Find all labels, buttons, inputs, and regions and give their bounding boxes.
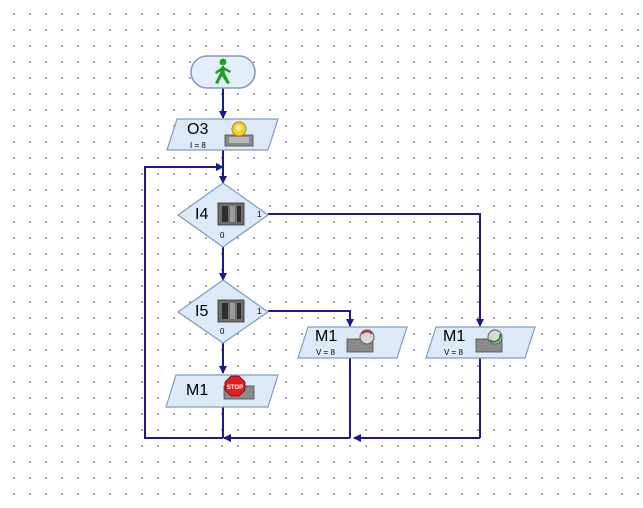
motor-rotate-right-icon xyxy=(475,329,503,353)
i5-false-label: 0 xyxy=(220,327,225,336)
connector-i5-true-to-left-motor xyxy=(268,310,354,327)
connector-loop-back xyxy=(144,163,224,439)
flow-connectors xyxy=(144,88,484,442)
motor-left-param-label: V = 8 xyxy=(316,348,335,357)
i5-name-label: I5 xyxy=(195,303,209,320)
lamp-icon xyxy=(224,121,254,147)
o3-param-label: I = 8 xyxy=(190,141,206,150)
switch-icon xyxy=(217,299,245,323)
i5-true-label: 1 xyxy=(257,307,262,316)
i4-name-label: I4 xyxy=(195,206,209,223)
svg-text:STOP: STOP xyxy=(227,385,243,391)
switch-icon xyxy=(217,202,245,226)
motor-right-param-label: V = 8 xyxy=(444,348,463,357)
connector-i4-true-to-right-motor xyxy=(268,213,484,327)
motor-left-name-label: M1 xyxy=(315,328,338,345)
i4-false-label: 0 xyxy=(220,231,225,240)
i4-true-label: 1 xyxy=(257,210,262,219)
stop-sign-icon: STOP xyxy=(223,375,255,400)
motor-stop-name-label: M1 xyxy=(186,382,209,399)
o3-name-label: O3 xyxy=(187,121,209,138)
motor-stop-block[interactable] xyxy=(165,374,279,408)
output-o3-block[interactable] xyxy=(166,118,279,151)
motor-rotate-left-icon xyxy=(346,329,375,353)
green-walking-man-icon xyxy=(215,58,231,84)
motor-right-name-label: M1 xyxy=(443,328,466,345)
